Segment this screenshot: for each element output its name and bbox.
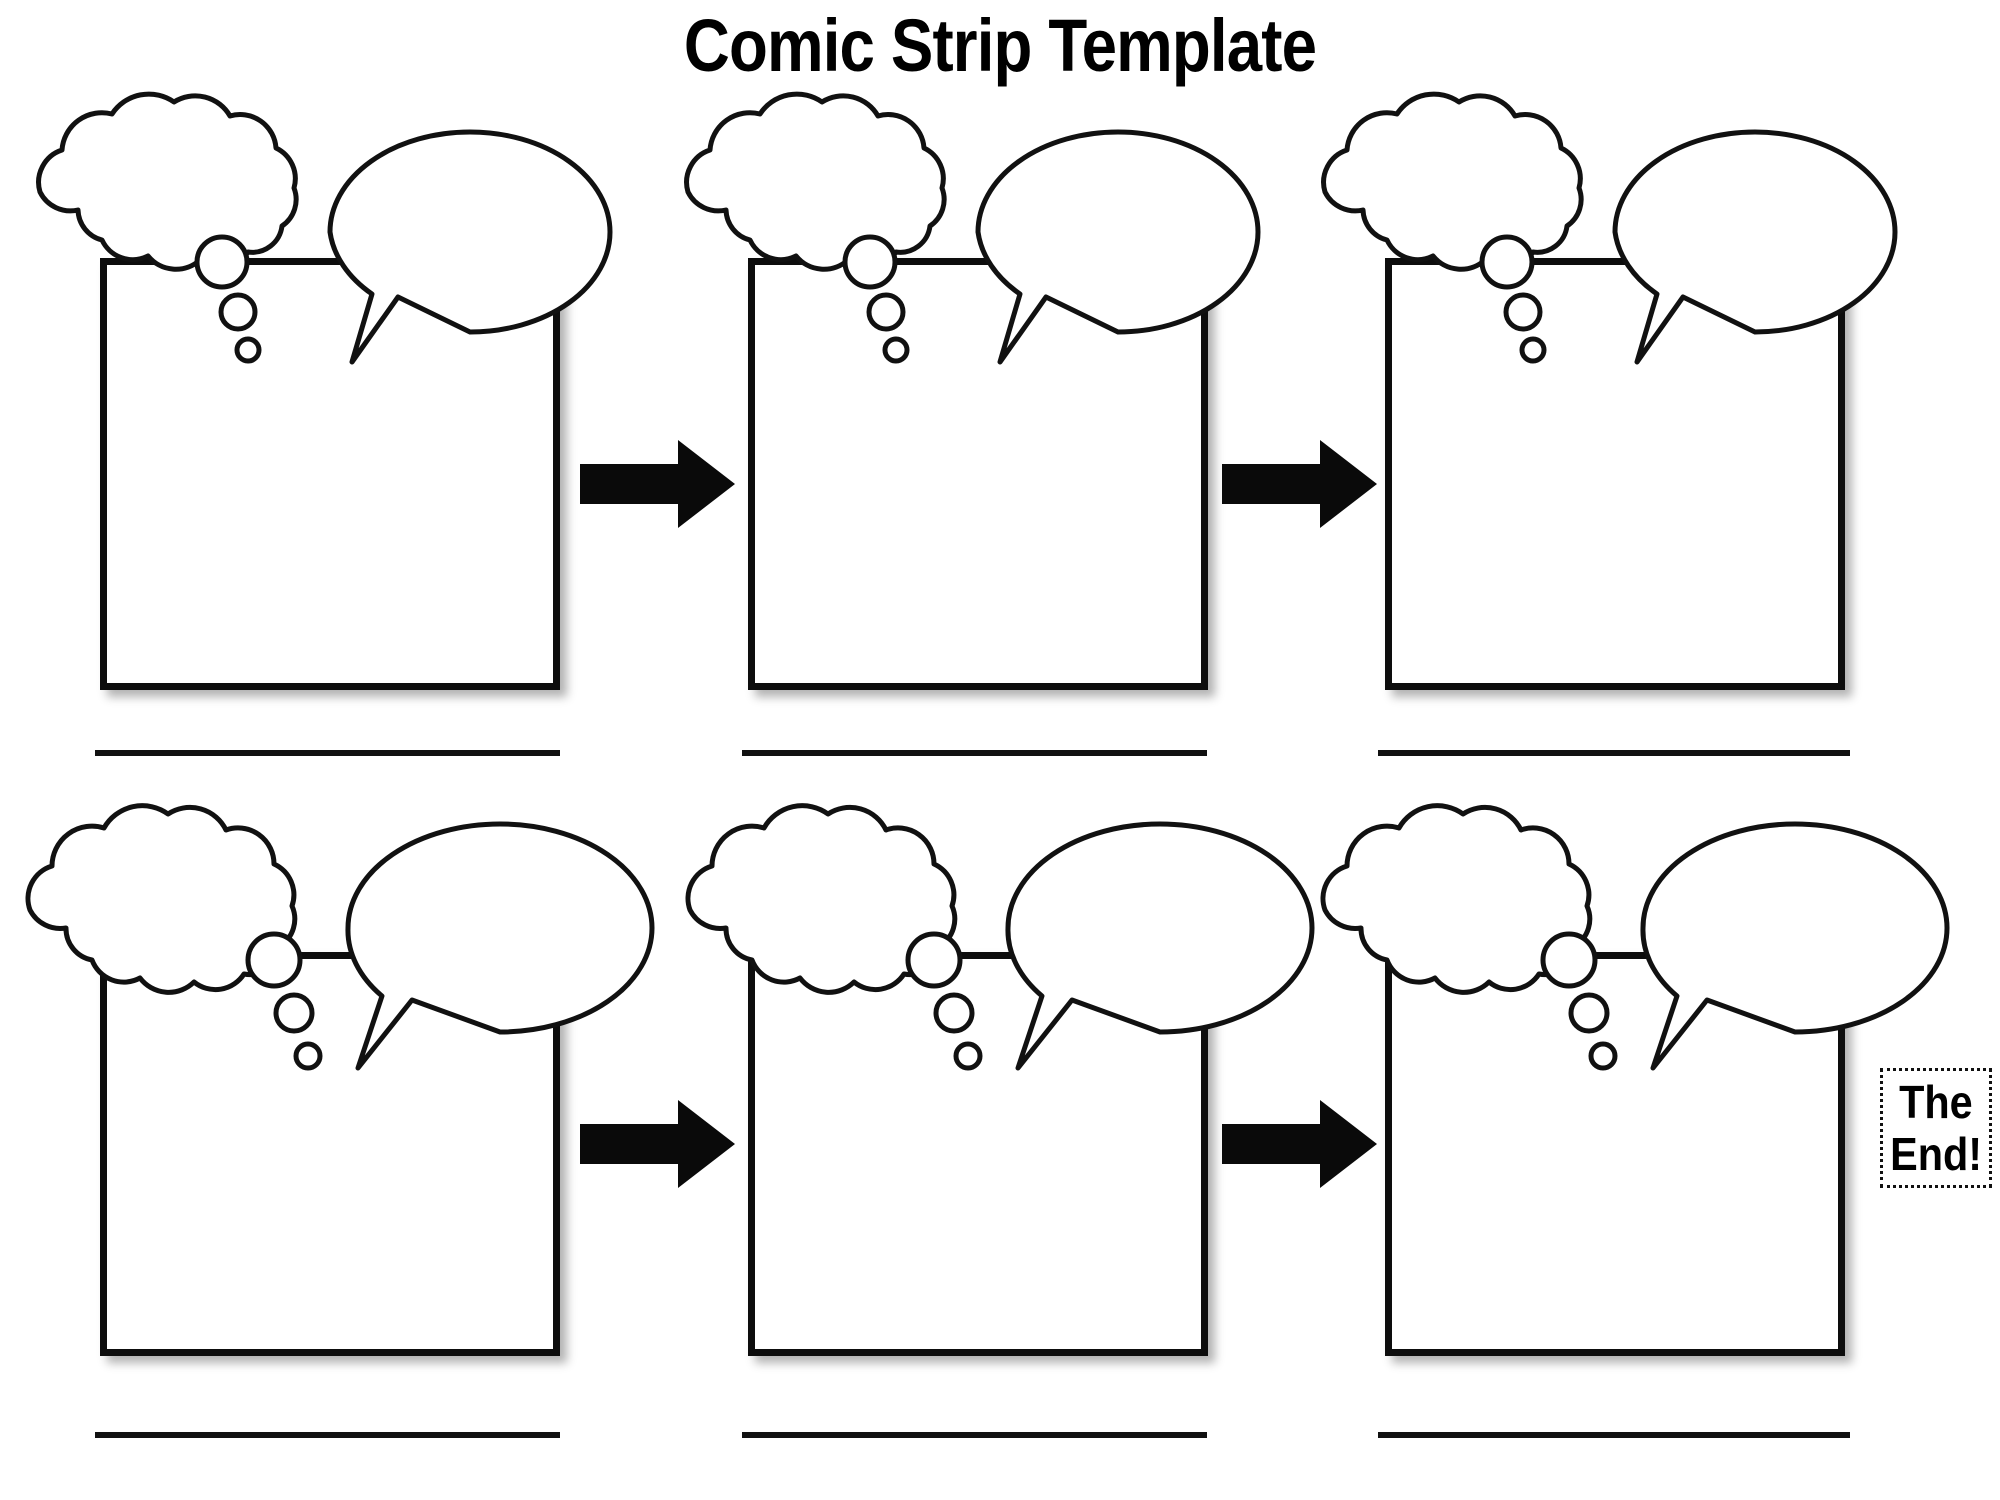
arrow-right-icon [1222,440,1377,528]
panel-2-drawing-area[interactable] [748,258,1208,690]
panel-3-caption-line[interactable] [1378,750,1850,756]
panel-4-drawing-area[interactable] [100,952,560,1356]
arrow-3-panel4-to-panel5 [580,1100,735,1188]
thought-bubble-icon [36,91,299,272]
arrow-right-icon [580,440,735,528]
the-end-line-1: The [1899,1076,1973,1128]
the-end-box: The End! [1880,1068,1992,1188]
arrow-4-panel5-to-panel6 [1222,1100,1377,1188]
panel-6-drawing-area[interactable] [1385,952,1845,1356]
thought-bubble-icon [684,91,947,272]
the-end-line-2: End! [1890,1128,1982,1180]
page-title: Comic Strip Template [683,4,1317,87]
panel-4-caption-line[interactable] [95,1432,560,1438]
panel-3-drawing-area[interactable] [1385,258,1845,690]
panel-1-drawing-area[interactable] [100,258,560,690]
panel-1-caption-line[interactable] [95,750,560,756]
arrow-right-icon [580,1100,735,1188]
arrow-right-icon [1222,1100,1377,1188]
arrow-2-panel2-to-panel3 [1222,440,1377,528]
panel-2-caption-line[interactable] [742,750,1207,756]
panel-5-drawing-area[interactable] [748,952,1208,1356]
panel-5-caption-line[interactable] [742,1432,1207,1438]
arrow-1-panel1-to-panel2 [580,440,735,528]
panel-6-caption-line[interactable] [1378,1432,1850,1438]
thought-bubble-icon [1321,91,1584,272]
